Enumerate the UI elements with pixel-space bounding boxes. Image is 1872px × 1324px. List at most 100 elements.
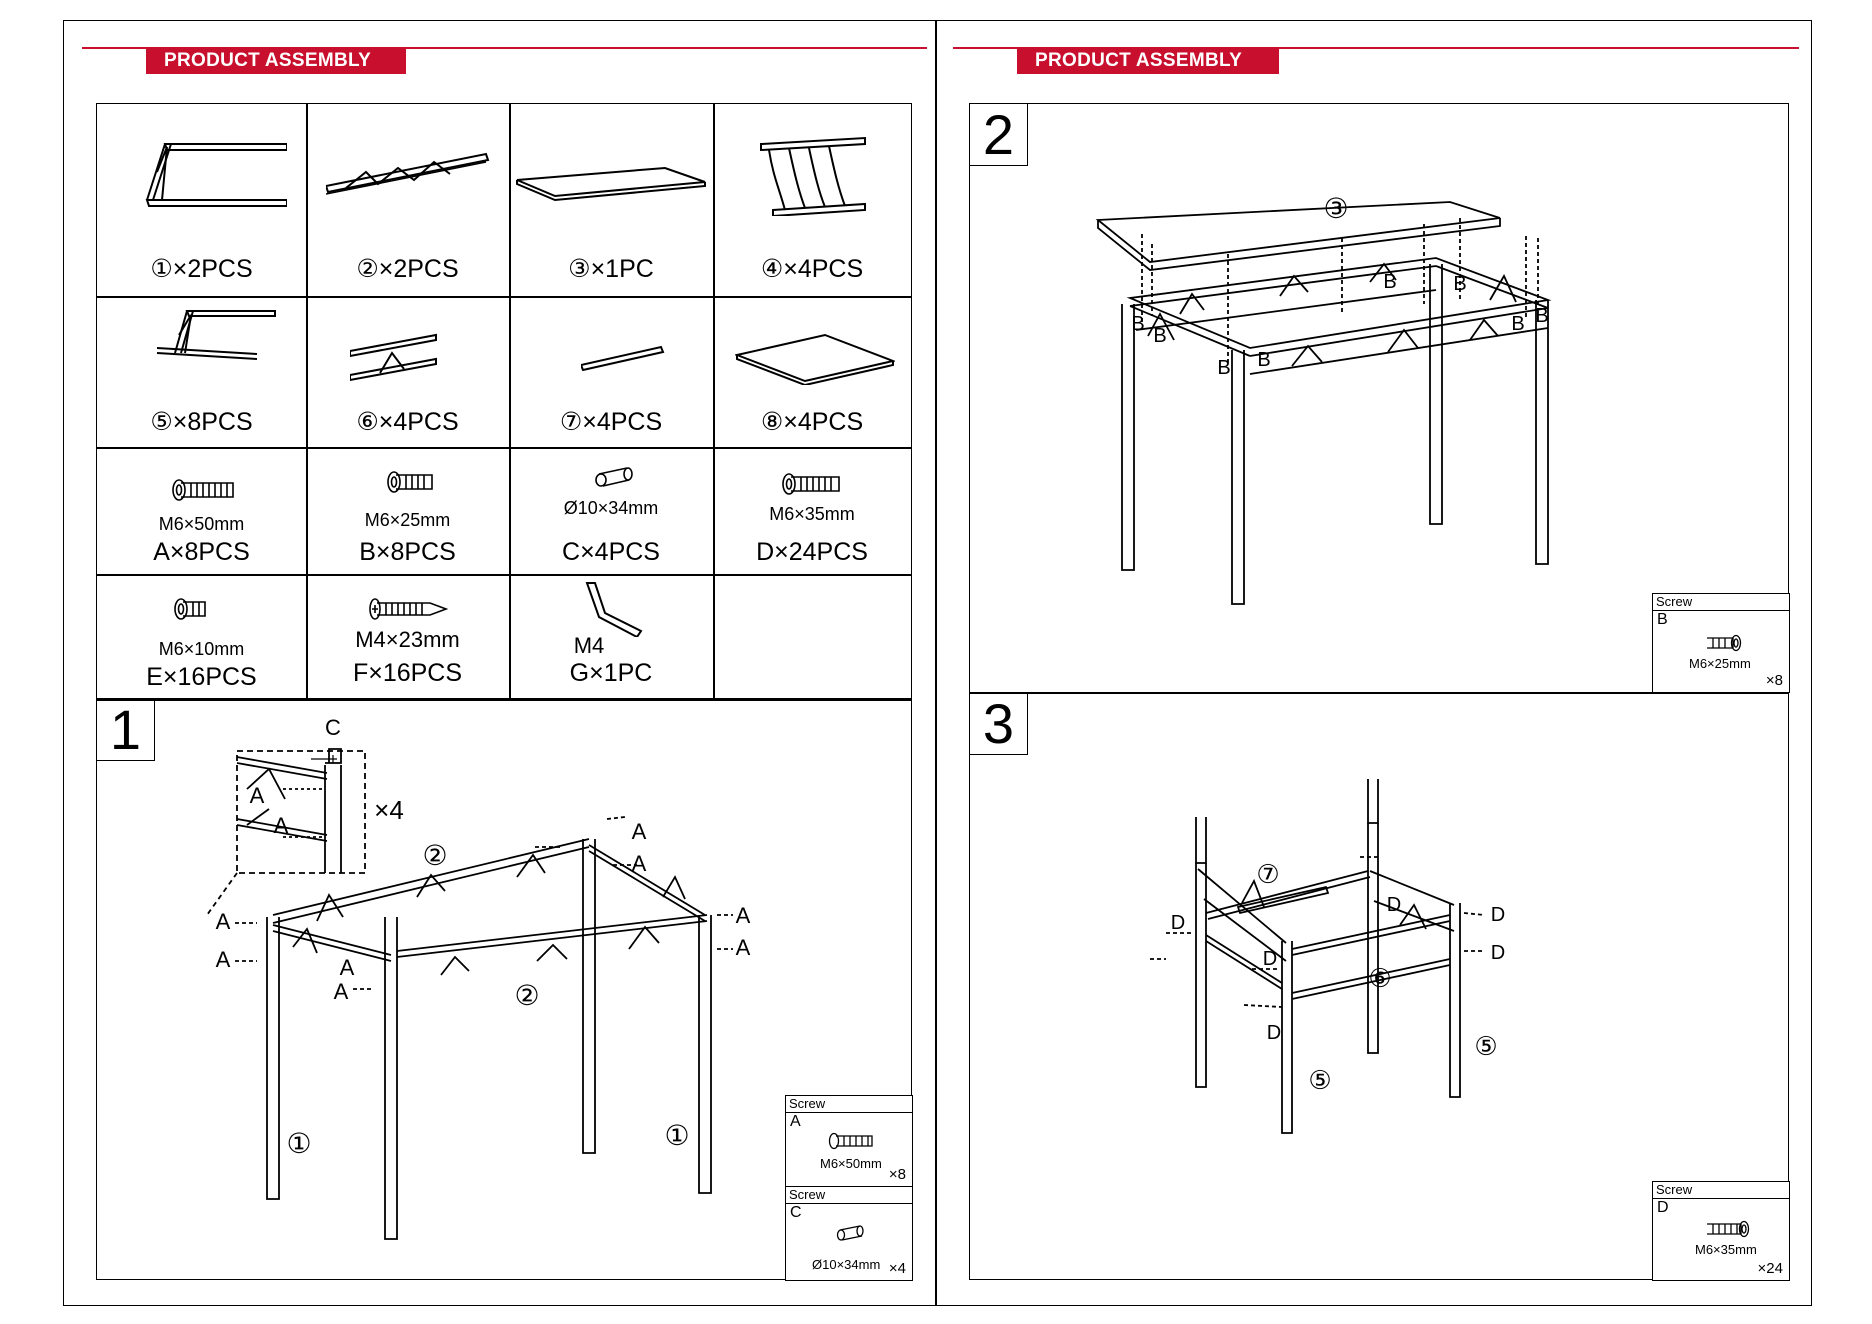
screw-box-d-header: Screw [1653,1182,1789,1199]
bolt-b-small-icon [1707,634,1742,652]
callout-a-4: A [334,979,349,1004]
step-3-chair-diagram: ⑦ ⑥ ⑤ ⑤ D D D D D D [1150,779,1505,1134]
screw-box-d: Screw D M6×35mm ×24 [1652,1181,1790,1281]
hardware-g-size: M4 [573,633,605,658]
callout-d-2: D [1263,948,1277,970]
hardware-b-size: M6×25mm [364,510,451,530]
callout-d-6: D [1491,942,1505,964]
hardware-cell-e: M6×10mm E×16PCS [97,575,306,699]
callout-b-8: B [1535,305,1548,327]
hardware-cell-f: M4×23mm F×16PCS [306,575,509,699]
callout-x4: ×4 [374,795,404,825]
parts-table: ①×2PCS ②×2PCS ③×1PC [96,103,912,701]
step-2-number: 2 [970,104,1028,166]
step-3-number: 3 [970,693,1028,755]
part-cell-4: ④×4PCS [713,104,911,296]
step-1-number: 1 [97,699,155,761]
part-1-label: ①×2PCS [150,255,253,283]
screw-box-a-header: Screw [786,1096,912,1113]
hardware-cell-g: M4 G×1PC [509,575,713,699]
hardware-e-size: M6×10mm [158,639,245,659]
callout-b-3: B [1217,357,1230,379]
hardware-cell-c: Ø10×34mm C×4PCS [509,448,713,574]
hardware-cell-b: M6×25mm B×8PCS [306,448,509,574]
screw-box-b-header: Screw [1653,594,1789,611]
screw-box-c-letter: C [790,1204,802,1221]
short-rail-illustration [350,333,437,382]
hardware-c-label: C×4PCS [562,538,660,566]
callout-b-2: B [1153,325,1166,347]
left-page [63,20,936,1306]
part-8-label: ⑧×4PCS [760,408,864,436]
part-cell-3: ③×1PC [509,104,713,296]
callout-d-1: D [1171,912,1185,934]
screw-box-a-qty: ×8 [888,1166,906,1183]
callout-a-3: A [340,955,355,980]
hardware-cell-d: M6×35mm D×24PCS [713,448,911,574]
part-5-label: ⑤×8PCS [150,408,253,436]
callout-d-4: D [1387,894,1401,916]
hardware-cell-a: M6×50mm A×8PCS [97,448,306,574]
screw-box-b-letter: B [1657,611,1668,628]
part-4-label: ④×4PCS [760,255,864,283]
hardware-c-size: Ø10×34mm [563,498,659,518]
part-cell-1: ①×2PCS [97,104,306,296]
screw-box-c: Screw C Ø10×34mm ×4 [785,1186,913,1281]
hardware-d-label: D×24PCS [756,538,868,566]
screw-box-c-header: Screw [786,1187,912,1204]
callout-a-6: A [632,819,647,844]
part-2-label: ②×2PCS [356,255,459,283]
right-page [936,20,1812,1306]
hardware-f-size: M4×23mm [355,627,460,652]
callout-d-3: D [1267,1022,1281,1044]
bolt-e-icon [174,598,206,620]
callout-b-6: B [1453,273,1466,295]
screw-box-a-letter: A [790,1113,801,1130]
hardware-g-label: G×1PC [569,659,653,687]
hardware-f-label: F×16PCS [352,659,463,687]
screw-box-c-size: Ø10×34mm [812,1257,881,1272]
hardware-a-label: A×8PCS [153,538,250,566]
hardware-e-label: E×16PCS [146,663,257,691]
hardware-a-size: M6×50mm [158,514,245,534]
callout-part-1-left: ① [286,1128,311,1159]
callout-a-2: A [216,947,231,972]
dowel-c-icon [595,467,633,487]
callout-b-4: B [1257,349,1270,371]
chair-back-illustration [760,136,866,216]
callout-b-1: B [1131,313,1144,335]
hardware-d-size: M6×35mm [769,504,855,524]
part-cell-2: ②×2PCS [306,104,509,296]
screw-box-b: Screw B M6×25mm ×8 [1652,593,1790,693]
hardware-b-label: B×8PCS [359,538,456,566]
callout-part-1-right: ① [664,1120,689,1151]
callout-part-2-top: ② [422,840,447,871]
callout-part-2-bottom: ② [514,980,539,1011]
step-3-panel: 3 ⑦ ⑥ ⑤ ⑤ D [969,692,1790,1281]
callout-d-5: D [1491,904,1505,926]
seat-panel-illustration [735,333,895,385]
stretcher-bar-illustration [581,345,665,371]
right-header-rule [953,47,1799,49]
part-cell-8: ⑧×4PCS [713,297,911,447]
left-section-title: PRODUCT ASSEMBLY [146,48,406,74]
part-7-label: ⑦×4PCS [559,408,663,436]
step-2-panel: 2 ③ B B B B B [969,103,1790,694]
callout-part-6: ⑥ [1368,963,1391,993]
screw-box-a: Screw A M6×50mm ×8 [785,1095,913,1187]
part-6-label: ⑥×4PCS [356,408,459,436]
callout-a-inset-1: A [250,783,265,808]
step-1-frame-diagram: C A A ×4 A A A A A A A A ② ② ① ① [206,715,751,1240]
part-cell-5: ⑤×8PCS [97,297,306,447]
callout-a-7: A [736,903,751,928]
callout-b-7: B [1511,313,1524,335]
screw-box-d-letter: D [1657,1199,1669,1216]
step-2-tabletop-diagram: ③ B B B B B B B B [1095,193,1552,605]
screw-box-d-size: M6×35mm [1695,1242,1757,1257]
bolt-a-small-icon [828,1132,873,1150]
bolt-a-icon [172,479,234,501]
callout-part-3: ③ [1323,193,1348,224]
callout-part-5-right: ⑤ [1474,1031,1497,1061]
screw-box-a-size: M6×50mm [820,1156,882,1171]
dowel-c-small-icon [836,1225,864,1241]
